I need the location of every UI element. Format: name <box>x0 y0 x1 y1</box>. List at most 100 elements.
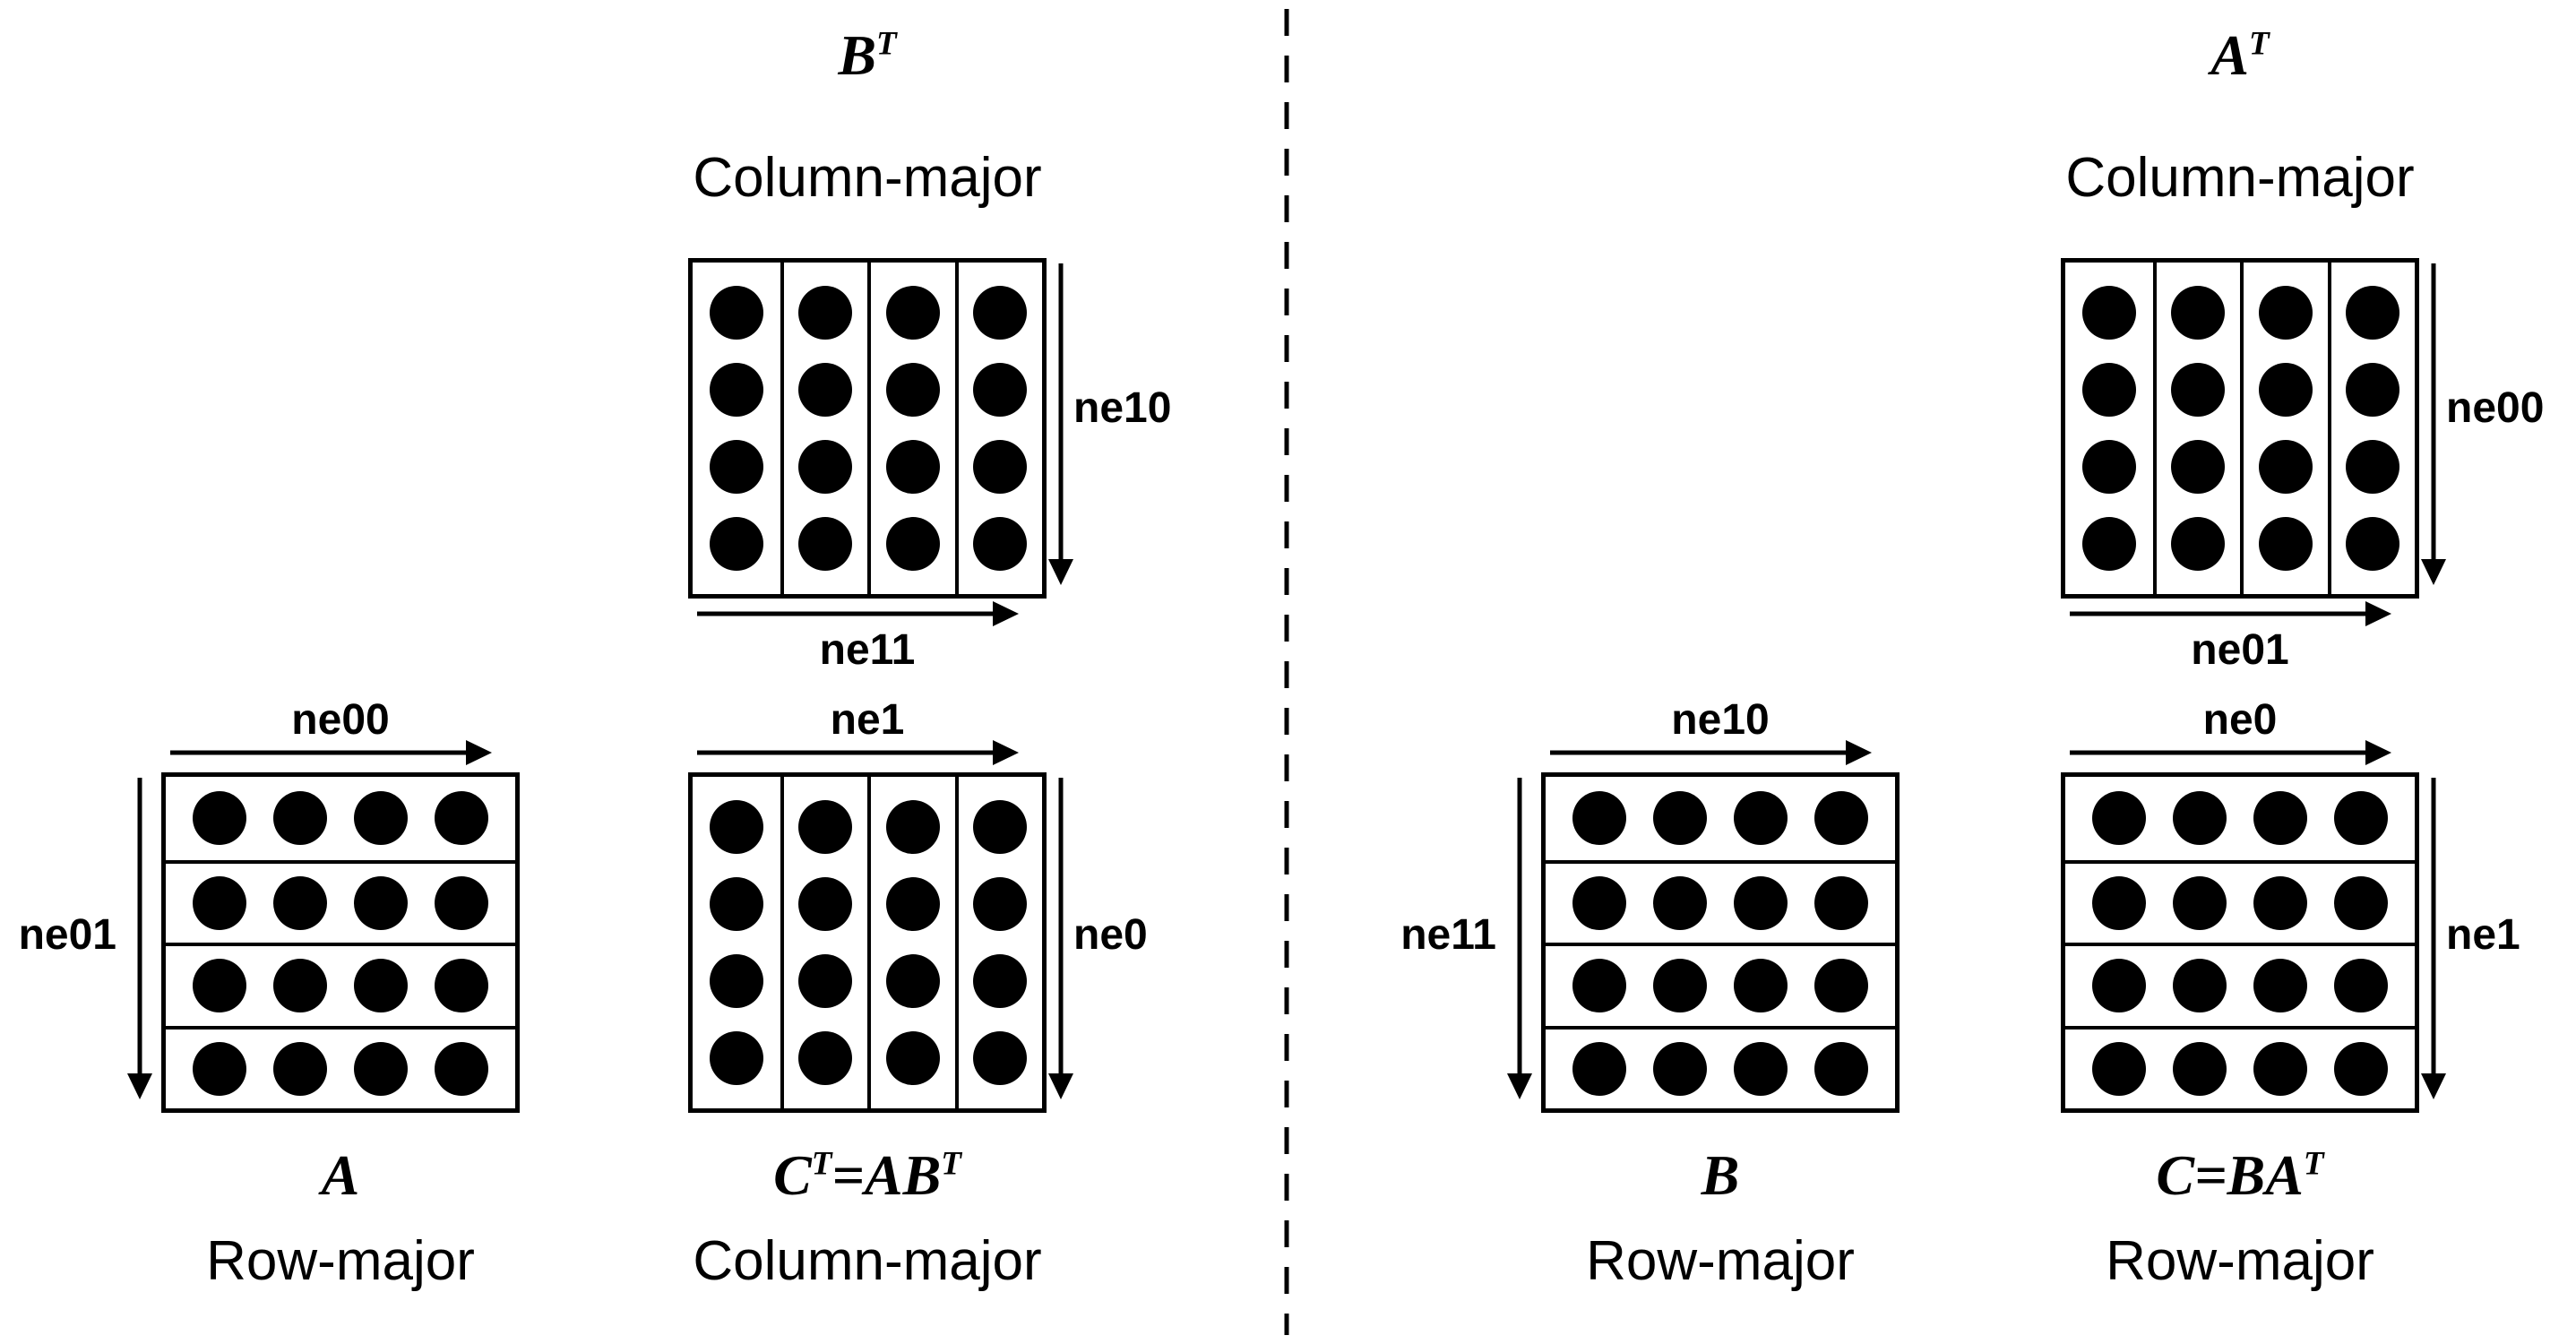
matrix-dot <box>973 517 1028 571</box>
matrix-dot <box>2171 286 2226 340</box>
matrix-cell <box>693 777 780 1108</box>
matrix-name: A <box>322 1145 360 1205</box>
matrix-dot <box>709 517 763 571</box>
matrix-dot <box>1814 1041 1868 1096</box>
matrix-dot <box>709 440 763 494</box>
matrix-dot <box>2173 791 2227 846</box>
matrix-dot <box>709 363 763 417</box>
matrix-name-superscript: T <box>2303 1145 2324 1183</box>
matrix-layout-label: Column-major <box>693 147 1042 209</box>
matrix-layout-label: Column-major <box>2065 147 2415 209</box>
matrix-dot <box>1572 959 1626 1013</box>
right-arrow-icon <box>2070 740 2391 765</box>
matrix-cell <box>780 777 868 1108</box>
matrix-name-part: B <box>1701 1143 1740 1207</box>
matrix-dot <box>2081 363 2136 417</box>
matrix-cell <box>867 263 955 594</box>
matrix-cell <box>166 777 515 860</box>
dim-label-ne10: ne10 <box>1073 384 1172 432</box>
matrix-dot <box>2334 959 2388 1013</box>
matrix-dot <box>885 954 940 1008</box>
matrix-dot <box>709 286 763 340</box>
matrix-cell <box>166 859 515 943</box>
matrix-cell <box>954 263 1043 594</box>
matrix-cell <box>867 777 955 1108</box>
matrix-dot <box>709 877 763 931</box>
matrix-dot <box>1653 875 1707 930</box>
matrix-dot <box>885 1031 940 1085</box>
matrix-dot <box>885 877 940 931</box>
dim-label-ne00: ne00 <box>2446 384 2545 432</box>
down-arrow-icon <box>2421 778 2446 1099</box>
matrix-dot <box>2092 875 2146 930</box>
matrix-dot <box>273 1041 327 1096</box>
matrix-dot <box>709 954 763 1008</box>
matrix-name-part: C=BA <box>2156 1143 2304 1207</box>
matrix-name-part: A <box>321 1143 360 1207</box>
matrix-dot <box>1653 1041 1707 1096</box>
matrix-dot <box>2258 517 2313 571</box>
matrix-dot <box>1734 875 1788 930</box>
matrix-dot <box>2253 875 2307 930</box>
matrix-dot <box>973 800 1028 854</box>
matrix-dot <box>1734 1041 1788 1096</box>
matrix-dot <box>273 959 327 1013</box>
matrix-dot <box>2081 286 2136 340</box>
matrix-dot <box>2346 363 2400 417</box>
dim-label-ne0: ne0 <box>2202 696 2278 744</box>
matrix-dot <box>1734 791 1788 846</box>
panel-divider <box>1284 9 1289 1335</box>
matrix-cell <box>2065 859 2415 943</box>
matrix-dot <box>798 440 853 494</box>
matrix-c <box>2061 772 2419 1113</box>
dim-label-ne01: ne01 <box>2191 626 2289 674</box>
matrix-dot <box>193 959 246 1013</box>
matrix-dot <box>885 363 940 417</box>
down-arrow-icon <box>127 778 152 1099</box>
dim-label-ne01: ne01 <box>18 911 116 959</box>
matrix-dot <box>2253 959 2307 1013</box>
matrix-dot <box>2092 791 2146 846</box>
matrix-dot <box>885 517 940 571</box>
matrix-cell <box>2065 263 2153 594</box>
matrix-dot <box>2253 1041 2307 1096</box>
matrix-dot <box>2173 959 2227 1013</box>
matrix-layout-label: Row-major <box>1586 1230 1855 1292</box>
matrix-cell <box>780 263 868 594</box>
right-arrow-icon <box>170 740 492 765</box>
matrix-dot <box>885 800 940 854</box>
matrix-dot <box>2258 363 2313 417</box>
matrix-name-part: =AB <box>831 1143 942 1207</box>
matrix-dot <box>973 954 1028 1008</box>
matrix-dot <box>1814 875 1868 930</box>
matrix-c-transpose <box>688 772 1047 1113</box>
matrix-cell <box>2065 943 2415 1026</box>
matrix-layout-label: Column-major <box>693 1230 1042 1292</box>
matrix-dot <box>2334 875 2388 930</box>
matrix-dot <box>435 875 488 930</box>
matrix-title-superscript: T <box>2249 25 2270 63</box>
matrix-b <box>1541 772 1900 1113</box>
right-arrow-icon <box>2070 601 2391 626</box>
matrix-dot <box>2171 517 2226 571</box>
matrix-dot <box>2092 1041 2146 1096</box>
matrix-dot <box>2334 1041 2388 1096</box>
matrix-dot <box>435 959 488 1013</box>
matrix-dot <box>2346 517 2400 571</box>
down-arrow-icon <box>2421 263 2446 585</box>
matrix-name: CT=ABT <box>773 1145 961 1205</box>
matrix-title-superscript: T <box>876 25 897 63</box>
matrix-dot <box>193 791 246 846</box>
matrix-name-part: C <box>773 1143 812 1207</box>
right-arrow-icon <box>697 740 1019 765</box>
matrix-dot <box>2081 517 2136 571</box>
right-arrow-icon <box>697 601 1019 626</box>
matrix-cell <box>1546 943 1895 1026</box>
matrix-dot <box>273 791 327 846</box>
matrix-dot <box>709 1031 763 1085</box>
right-arrow-icon <box>1550 740 1872 765</box>
down-arrow-icon <box>1048 263 1073 585</box>
matrix-dot <box>1814 959 1868 1013</box>
matrix-dot <box>1572 875 1626 930</box>
